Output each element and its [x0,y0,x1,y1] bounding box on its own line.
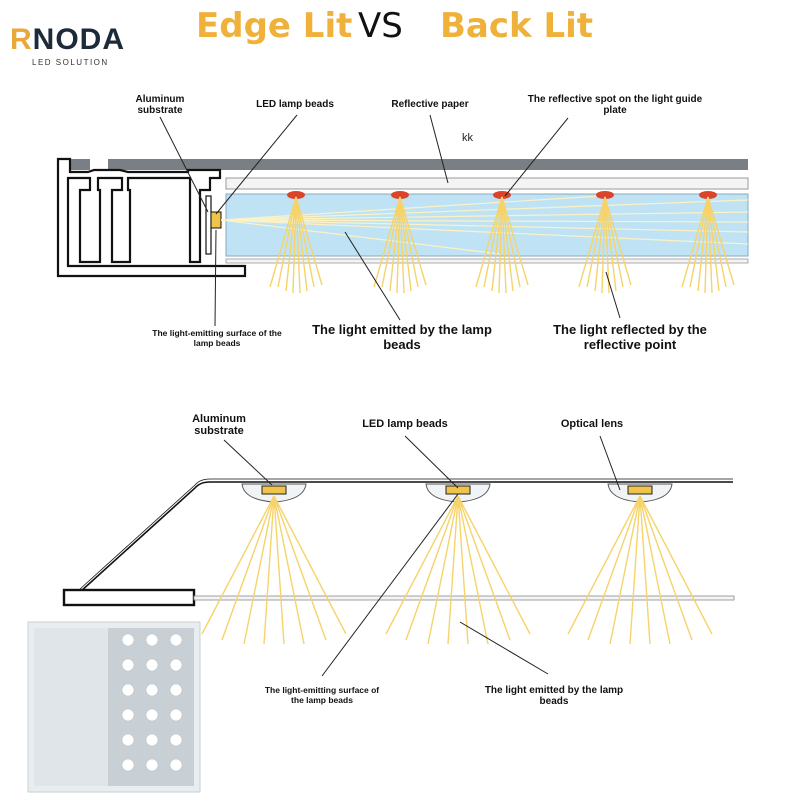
brand-logo: RNODA LED SOLUTION [10,24,140,72]
panel-led-dot [145,633,159,647]
panel-led-dot [145,683,159,697]
edge-label-led: LED lamp beads [256,99,334,110]
back-leader-lines [223,435,621,677]
panel-led-dot [145,733,159,747]
panel-led-dot [169,633,183,647]
panel-led-dot [169,708,183,722]
panel-led-dot [121,658,135,672]
back-housing [79,481,733,593]
back-lit-diagram [62,435,735,677]
edge-label-paper: Reflective paper [391,99,469,110]
panel-led-dot [169,658,183,672]
edge-diffuser [225,258,749,264]
panel-led-dot [169,733,183,747]
edge-led-bead [210,211,222,229]
back-label-surface: The light-emitting surface of the lamp b… [264,685,380,705]
panel-led-dot [121,708,135,722]
back-led-groups [201,483,713,645]
back-label-aluminum: Aluminum substrate [192,413,246,437]
edge-light-guide-plate [225,193,749,257]
panel-led-dot [121,633,135,647]
title-edge-lit: Edge Lit [196,6,353,46]
edge-guide-rays [220,195,749,255]
panel-led-dot [169,758,183,772]
edge-label-emitted: The light emitted by the lamp beads [312,322,492,352]
edge-label-kk: kk [462,132,473,144]
panel-led-dot [145,658,159,672]
edge-label-surface: The light-emitting surface of the lamp b… [152,328,282,348]
back-frame-foot [62,588,196,607]
edge-label-spot: The reflective spot on the light guide p… [527,94,703,116]
edge-aluminum-strip [205,195,212,255]
logo-wordmark: RNODA [10,24,125,56]
back-diffuser [193,595,735,601]
logo-name: NODA [32,23,126,56]
logo-mark: R [10,23,33,56]
edge-reflective-paper [225,177,749,190]
edge-frame-profile [56,157,247,278]
back-label-lens: Optical lens [560,418,624,430]
back-label-led: LED lamp beads [362,418,448,430]
panel-led-dot [169,683,183,697]
panel-led-dot [145,708,159,722]
edge-lit-diagram [56,114,749,327]
panel-led-dot [121,683,135,697]
back-label-emitted: The light emitted by the lamp beads [484,685,624,707]
title-back-lit: Back Lit [440,6,594,46]
edge-label-aluminum: Aluminum substrate [135,94,185,116]
edge-label-reflected: The light reflected by the reflective po… [553,322,707,352]
title-vs: VS [358,6,403,46]
panel-led-grid [121,633,183,772]
edge-leader-lines [159,114,621,327]
edge-reflective-spots [269,191,735,294]
panel-led-dot [121,758,135,772]
edge-frame-top [58,159,90,170]
panel-led-dot [145,758,159,772]
panel-photo [27,621,201,793]
logo-tagline: LED SOLUTION [32,58,109,67]
edge-back-cover [108,159,748,170]
panel-led-dot [121,733,135,747]
